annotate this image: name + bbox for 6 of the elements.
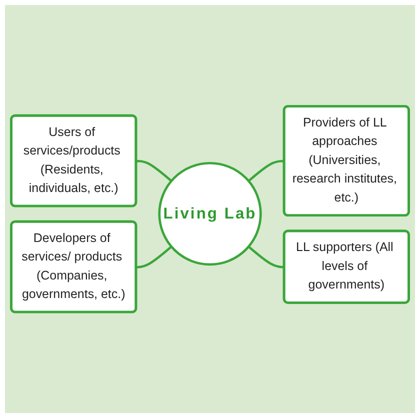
connector bbox=[136, 246, 172, 268]
connector bbox=[136, 160, 172, 182]
node-circle bbox=[158, 162, 262, 266]
panel-background: Users of services/products (Residents, individuals, etc.) Developers of services/ products (Companies, governments, etc.) Living Lab Providers of LL approaches (Universities, research institutes, etc.) LL supporters (All levels of governments) bbox=[5, 5, 415, 413]
connector bbox=[248, 160, 284, 182]
connector bbox=[248, 246, 284, 268]
